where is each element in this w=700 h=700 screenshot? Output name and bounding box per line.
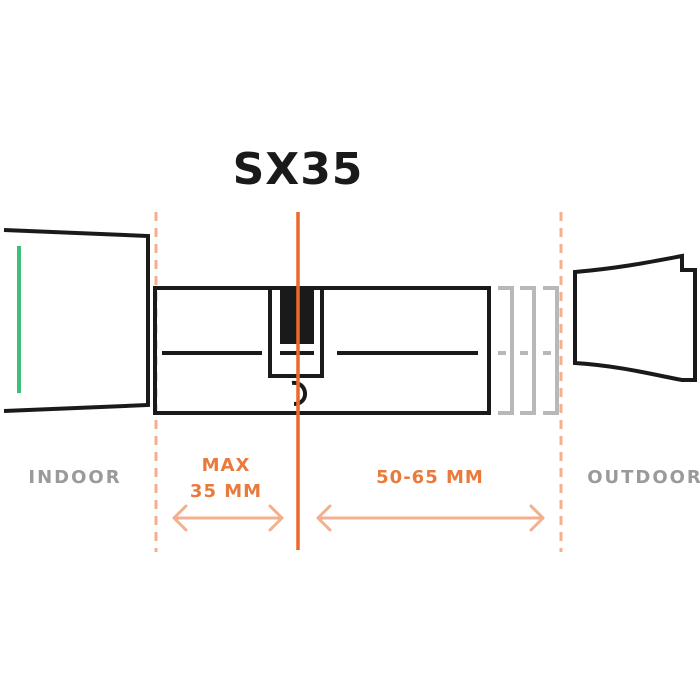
cam-housing	[268, 288, 324, 378]
indoor-knob	[3, 228, 150, 413]
range-label: 50-65 MM	[376, 467, 484, 488]
max-dimension-arrow	[172, 504, 284, 532]
outdoor-knob	[573, 253, 697, 382]
max-label-line2: 35 MM	[190, 481, 262, 502]
extension-segment-2	[520, 286, 536, 415]
extension-segment-1	[498, 286, 514, 415]
max-label-line1: MAX	[202, 455, 251, 476]
outdoor-label: OUTDOOR	[587, 467, 700, 488]
range-dimension-arrow	[316, 504, 545, 532]
extension-segment-3	[543, 286, 559, 415]
indoor-label: INDOOR	[28, 467, 121, 488]
product-title: SX35	[233, 144, 364, 195]
